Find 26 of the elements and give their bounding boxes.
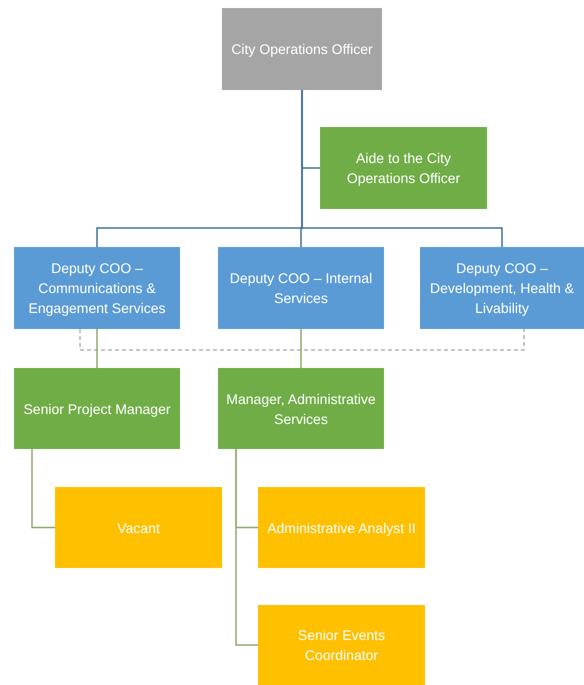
role-box xyxy=(420,247,584,329)
connector-line xyxy=(235,449,258,646)
role-box xyxy=(222,8,382,90)
role-box xyxy=(258,605,425,685)
role-box xyxy=(14,247,180,329)
connector-line xyxy=(300,329,302,368)
role-title: Administrative Analyst II xyxy=(267,518,416,538)
role-title: Vacant xyxy=(117,518,160,538)
role-box xyxy=(55,487,222,568)
connector-line xyxy=(79,329,525,351)
role-box xyxy=(258,487,425,568)
connector-line xyxy=(301,90,503,247)
role-box xyxy=(14,368,180,449)
role-box xyxy=(218,247,384,329)
connector-line xyxy=(31,449,55,528)
connector-line xyxy=(96,329,98,368)
role-title: City Operations Officer xyxy=(231,40,373,59)
role-title: Deputy COO – Communications & Engagement Services xyxy=(28,259,166,318)
role-title: Senior Events Coordinator xyxy=(296,626,386,665)
role-title: Aide to the City Operations Officer xyxy=(346,149,462,188)
role-title: Deputy COO – Internal Services xyxy=(228,269,374,308)
role-title: Manager, Administrative Services xyxy=(225,390,377,428)
role-title: Deputy COO – Development, Health & Livability xyxy=(429,259,575,318)
role-title: Senior Project Manager xyxy=(23,400,171,418)
role-box xyxy=(320,127,487,209)
role-box xyxy=(218,368,384,449)
